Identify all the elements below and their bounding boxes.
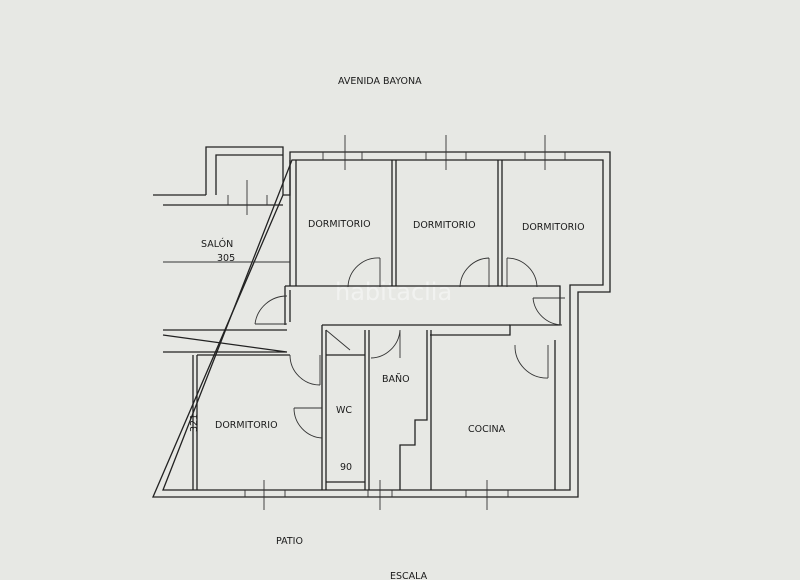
street-label: AVENIDA BAYONA xyxy=(338,76,422,87)
room-label-bath: BAÑO xyxy=(382,374,410,385)
windows xyxy=(227,135,566,510)
dimension-wc: 90 xyxy=(340,462,352,473)
doors xyxy=(254,257,565,439)
room-label-bedroom-2: DORMITORIO xyxy=(413,220,476,231)
interior-walls xyxy=(162,160,561,490)
stair-label: ESCALA xyxy=(390,571,428,580)
room-label-bedroom-4: DORMITORIO xyxy=(215,420,278,431)
watermark: habitaclia xyxy=(335,278,452,306)
room-label-wc: WC xyxy=(336,405,352,416)
dimension-living: 305 xyxy=(217,253,235,264)
dimension-bedroom: 321 xyxy=(189,414,200,432)
room-label-kitchen: COCINA xyxy=(468,424,506,435)
room-label-bedroom-3: DORMITORIO xyxy=(522,222,585,233)
room-label-bedroom-1: DORMITORIO xyxy=(308,219,371,230)
room-label-living: SALÓN xyxy=(201,238,233,250)
patio-label: PATIO xyxy=(276,536,303,547)
